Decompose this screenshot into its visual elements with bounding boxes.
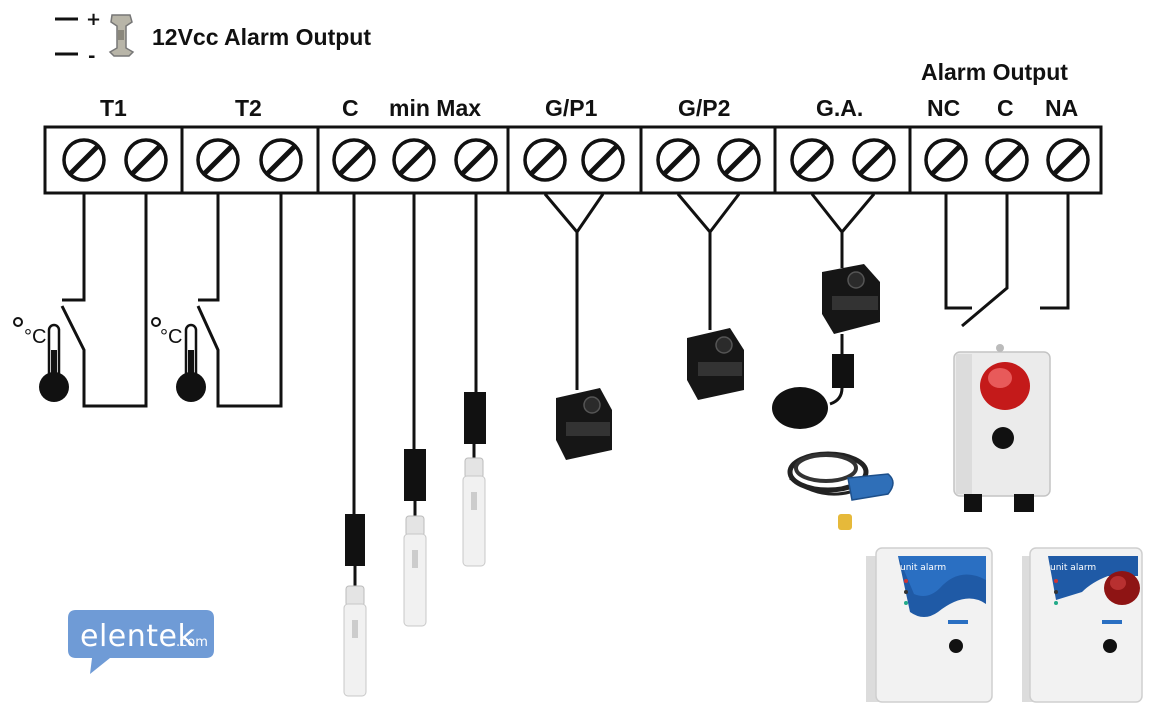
- float-switch-icon: [556, 388, 612, 460]
- terminal-screw-icon: [392, 138, 436, 182]
- terminal-screw-icon: [985, 138, 1029, 182]
- panel1-title: unit alarm: [900, 563, 946, 573]
- gp2-float: [676, 193, 744, 400]
- label-alarm-output: Alarm Output: [921, 59, 1068, 85]
- terminal-screw-icon: [332, 138, 376, 182]
- alarm-siren-icon: [953, 344, 1051, 512]
- label-min-max: min Max: [389, 95, 481, 121]
- brand-suffix: .com: [176, 635, 208, 650]
- label-t1: T1: [100, 95, 127, 121]
- probe-max: [462, 194, 486, 567]
- label-c: C: [342, 95, 359, 121]
- degree-mark: [13, 317, 23, 327]
- probe-icon: [403, 515, 427, 627]
- legend-title: 12Vcc Alarm Output: [152, 24, 371, 50]
- legend-plus-sign: +: [86, 9, 101, 30]
- terminal-screw-icon: [196, 138, 240, 182]
- legend: + - 12Vcc Alarm Output: [55, 9, 371, 67]
- legend-minus-sign: -: [88, 46, 95, 67]
- terminal-screw-icon: [124, 138, 168, 182]
- probe-min: [403, 194, 427, 627]
- t1-unit: °C: [24, 326, 46, 348]
- terminal-screw-icon: [581, 138, 625, 182]
- label-nc: NC: [927, 95, 960, 121]
- panel-icon: unit alarm: [866, 547, 993, 703]
- terminal-screw-icon: [1046, 138, 1090, 182]
- terminal-screw-icon: [656, 138, 700, 182]
- t2-unit: °C: [160, 326, 182, 348]
- label-ga: G.A.: [816, 95, 863, 121]
- terminal-screw-icon: [717, 138, 761, 182]
- terminal-screw-icon: [62, 138, 106, 182]
- terminal-labels: T1 T2 C min Max G/P1 G/P2 G.A. Alarm Out…: [100, 59, 1078, 121]
- thermometer-icon: [39, 323, 69, 402]
- t1-thermostat: °C: [13, 194, 148, 408]
- terminal-screw-icon: [852, 138, 896, 182]
- float-switch-icon: [687, 328, 744, 400]
- label-gp2: G/P2: [678, 95, 730, 121]
- terminal-screw-icon: [523, 138, 567, 182]
- brand-name: elentek: [80, 619, 195, 654]
- t2-thermostat: °C: [151, 194, 283, 408]
- spade-connector-icon: [108, 14, 135, 57]
- panel-icon: unit alarm: [1022, 547, 1143, 703]
- degree-mark: [151, 317, 161, 327]
- alarm-output-relay: [944, 194, 1070, 328]
- terminal-screw-icon: [454, 138, 498, 182]
- terminal-screws: [62, 138, 1090, 182]
- panel2-title: unit alarm: [1050, 563, 1096, 573]
- probe-c: [343, 194, 367, 697]
- label-gp1: G/P1: [545, 95, 598, 121]
- terminal-screw-icon: [259, 138, 303, 182]
- ga-float: [772, 193, 894, 530]
- label-t2: T2: [235, 95, 262, 121]
- gp1-float: [543, 193, 612, 460]
- brand-logo: elentek .com: [68, 610, 214, 674]
- label-c-alarm: C: [997, 95, 1014, 121]
- probe-icon: [462, 457, 486, 567]
- label-na: NA: [1045, 95, 1078, 121]
- thermometer-icon: [176, 323, 206, 402]
- terminal-screw-icon: [924, 138, 968, 182]
- terminal-screw-icon: [790, 138, 834, 182]
- float-switch-icon: [822, 264, 880, 334]
- probe-icon: [343, 585, 367, 697]
- float-cable-icon: [787, 451, 894, 530]
